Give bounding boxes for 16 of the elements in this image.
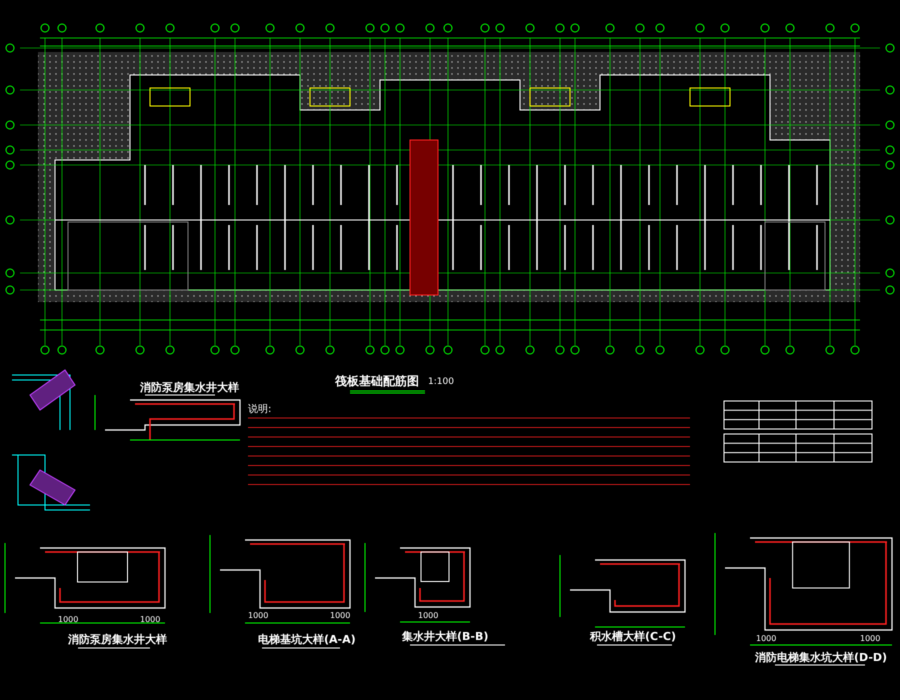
dimension-text: 1000 xyxy=(756,635,776,644)
dimension-text: 1000 xyxy=(330,612,350,621)
section-title: 集水井大样(B-B) xyxy=(402,631,488,644)
dimension-text: 1000 xyxy=(140,616,160,625)
section-title: 积水槽大样(C-C) xyxy=(590,631,676,644)
dimension-text: 1000 xyxy=(248,612,268,621)
notes-heading: 说明: xyxy=(248,404,272,415)
section-title: 消防电梯集水坑大样(D-D) xyxy=(755,652,888,664)
dimension-text: 1000 xyxy=(860,635,880,644)
dimension-text: 1000 xyxy=(418,612,438,621)
section-title: 消防泵房集水井大样 xyxy=(140,382,239,394)
drawing-title: 筏板基础配筋图 xyxy=(335,375,419,388)
dimension-text: 1000 xyxy=(58,616,78,625)
scale-text: 1:100 xyxy=(428,378,454,388)
section-title: 电梯基坑大样(A-A) xyxy=(258,634,356,646)
section-title: 消防泵房集水井大样 xyxy=(68,634,167,646)
